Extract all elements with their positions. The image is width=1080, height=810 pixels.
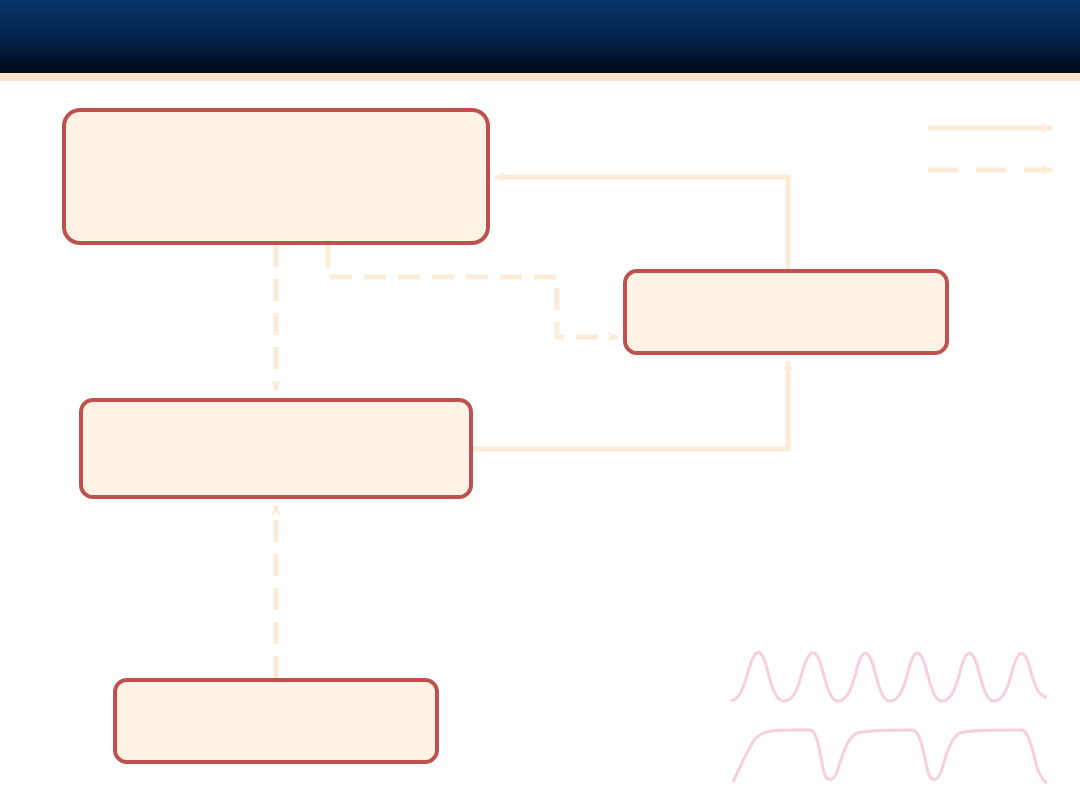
bottom-node-box [113, 678, 439, 764]
solid-arrow-middle-to-right [473, 359, 793, 452]
dashed-arrow-top-to-right [325, 245, 619, 342]
fast-waveform [730, 651, 1048, 703]
header-bar [0, 0, 1080, 73]
header-accent-stripe [0, 73, 1080, 81]
solid-arrow-right-to-top [493, 172, 791, 269]
middle-node-box [79, 398, 473, 499]
right-node-box [623, 269, 949, 355]
top-node-box [62, 108, 490, 245]
slow-waveform [731, 728, 1048, 785]
